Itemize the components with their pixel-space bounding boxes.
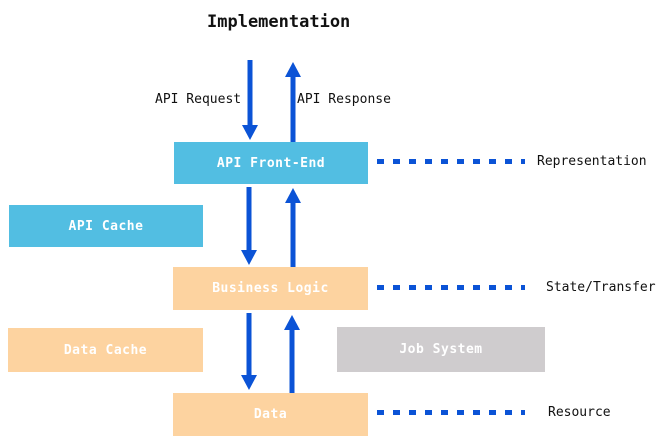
node-data: Data [173,393,368,436]
api-response-label: API Response [297,92,391,107]
arrow-head [242,125,258,140]
node-job-system: Job System [337,327,545,372]
arrow-head [285,188,301,203]
arrow-shaft [290,75,296,143]
arrow-shaft [289,328,295,393]
frontend-to-business-arrow-icon [241,187,257,265]
arrow-shaft [246,187,252,252]
arrow-shaft [247,60,253,127]
arrow-head [284,315,300,330]
arrow-head [241,375,257,390]
node-api-front-end: API Front-End [174,142,368,184]
node-api-cache: API Cache [9,205,203,247]
api-response-arrow-icon [285,62,301,143]
business-to-data-arrow-icon [241,313,257,390]
arrow-head [241,250,257,265]
arrow-head [285,62,301,77]
api-request-arrow-icon [242,60,258,140]
node-business-logic: Business Logic [173,267,368,310]
resource-label: Resource [548,405,611,420]
diagram-title: Implementation [207,12,351,32]
state-transfer-label: State/Transfer [546,280,656,295]
business-to-frontend-arrow-icon [285,188,301,267]
representation-label: Representation [537,154,647,169]
arrow-shaft [290,201,296,267]
data-to-business-arrow-icon [284,315,300,393]
state-transfer-dashed-line [377,285,525,290]
resource-dashed-line [377,410,525,415]
api-request-label: API Request [155,92,242,107]
representation-dashed-line [377,159,525,164]
node-data-cache: Data Cache [8,328,203,372]
arrow-shaft [246,313,252,377]
